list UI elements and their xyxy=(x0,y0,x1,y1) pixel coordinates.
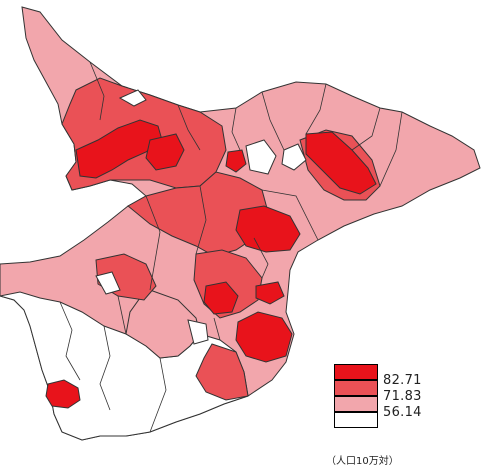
legend-label-top: 82.71 xyxy=(383,373,422,388)
map-legend: 82.71 71.83 56.14 xyxy=(331,364,481,428)
legend-label-mid: 56.14 xyxy=(383,405,422,420)
region-top-narita xyxy=(225,149,247,173)
unit-note: （人口10万対） xyxy=(326,456,399,467)
region-top-asahi xyxy=(305,131,377,195)
region-low-1 xyxy=(118,89,147,107)
region-top-isumi xyxy=(235,311,293,363)
region-low-4 xyxy=(95,271,121,295)
region-top-ichinomiya xyxy=(255,281,285,305)
region-low-5 xyxy=(187,319,209,345)
region-low-3 xyxy=(281,143,307,171)
legend-row: 71.83 xyxy=(331,380,481,403)
legend-swatch-mid xyxy=(334,396,378,412)
region-top-kashiwa xyxy=(145,133,185,171)
region-top-chiba-east xyxy=(235,205,301,253)
legend-label-high: 71.83 xyxy=(383,389,422,404)
legend-swatch-low xyxy=(334,412,378,428)
legend-row: 56.14 xyxy=(331,396,481,419)
region-top-mobara xyxy=(203,281,239,315)
municipal-borders xyxy=(59,61,403,433)
legend-row: 82.71 xyxy=(331,364,481,387)
region-tateyama xyxy=(45,379,81,409)
legend-swatch-high xyxy=(334,380,378,396)
region-south-inner xyxy=(125,289,201,359)
region-low-2 xyxy=(245,139,277,175)
legend-swatch-top xyxy=(334,364,378,380)
region-kamogawa xyxy=(195,343,249,401)
legend-row xyxy=(331,412,481,428)
